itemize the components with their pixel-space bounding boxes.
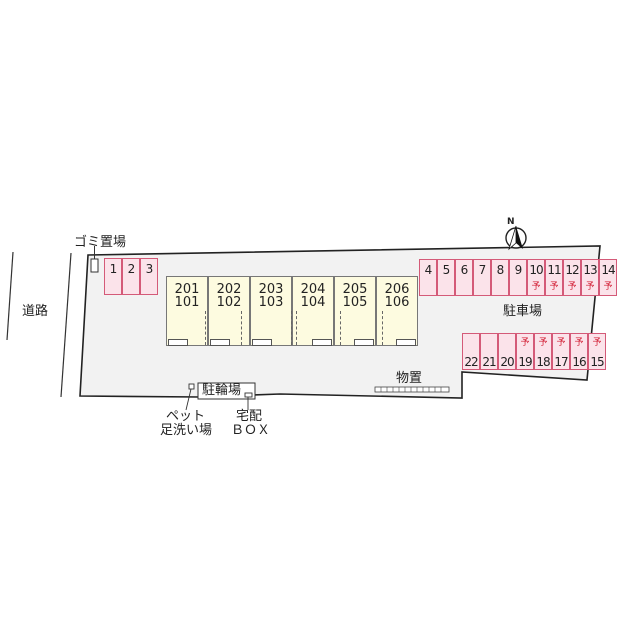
unit-upper-number: 204 bbox=[300, 282, 326, 297]
unit-lower-number: 106 bbox=[384, 295, 410, 310]
road-edge-line bbox=[6, 251, 14, 341]
entrance-step bbox=[210, 339, 230, 346]
parking-space-3[interactable]: 3 bbox=[140, 258, 158, 295]
parking-space-21[interactable]: 21 bbox=[480, 333, 498, 370]
unit-upper-number: 201 bbox=[174, 282, 200, 297]
parking-space-6[interactable]: 6 bbox=[455, 259, 473, 296]
unit-lower-number: 103 bbox=[258, 295, 284, 310]
reserved-mark: 予 bbox=[603, 282, 613, 292]
parking-space-4[interactable]: 4 bbox=[419, 259, 437, 296]
parking-space-1[interactable]: 1 bbox=[104, 258, 122, 295]
parking-space-22[interactable]: 22 bbox=[462, 333, 480, 370]
reserved-mark: 予 bbox=[556, 338, 566, 348]
parking-space-9[interactable]: 9 bbox=[509, 259, 527, 296]
entrance-step bbox=[396, 339, 416, 346]
parking-space-20[interactable]: 20 bbox=[498, 333, 516, 370]
unit-upper-number: 203 bbox=[258, 282, 284, 297]
unit-upper-number: 205 bbox=[342, 282, 368, 297]
entrance-step bbox=[168, 339, 188, 346]
reserved-mark: 予 bbox=[538, 338, 548, 348]
reserved-mark: 予 bbox=[567, 282, 577, 292]
parking-space-2[interactable]: 2 bbox=[122, 258, 140, 295]
reserved-mark: 予 bbox=[549, 282, 559, 292]
entrance-step bbox=[252, 339, 272, 346]
pet-wash-marker-icon bbox=[188, 383, 195, 390]
parking-space-5[interactable]: 5 bbox=[437, 259, 455, 296]
pet-wash-label-line1: ペット bbox=[166, 409, 206, 424]
reserved-mark: 予 bbox=[574, 338, 584, 348]
parking-label: 駐車場 bbox=[503, 304, 543, 319]
garbage-area-label: ゴミ置場 bbox=[74, 235, 127, 250]
delivery-box-marker-icon bbox=[244, 392, 253, 398]
reserved-mark: 予 bbox=[592, 338, 602, 348]
delivery-box-label-line1: 宅配 bbox=[236, 409, 263, 424]
delivery-box-label-line2: ＢＯＸ bbox=[231, 423, 271, 438]
unit-upper-number: 206 bbox=[384, 282, 410, 297]
stair-dotted-line bbox=[340, 311, 341, 345]
reserved-mark: 予 bbox=[520, 338, 530, 348]
road-label: 道路 bbox=[22, 304, 49, 319]
bicycle-parking-area bbox=[197, 382, 256, 400]
north-compass-icon bbox=[505, 225, 527, 251]
storage-label: 物置 bbox=[396, 371, 423, 386]
stair-dotted-line bbox=[382, 311, 383, 345]
unit-lower-number: 105 bbox=[342, 295, 368, 310]
unit-lower-number: 101 bbox=[174, 295, 200, 310]
pet-wash-label-line2: 足洗い場 bbox=[160, 423, 213, 438]
parking-space-7[interactable]: 7 bbox=[473, 259, 491, 296]
entrance-step bbox=[354, 339, 374, 346]
unit-upper-number: 202 bbox=[216, 282, 242, 297]
road-edge-line bbox=[60, 252, 72, 398]
stair-dotted-line bbox=[296, 311, 297, 345]
stair-dotted-line bbox=[241, 311, 242, 345]
north-label: N bbox=[507, 217, 515, 227]
unit-lower-number: 104 bbox=[300, 295, 326, 310]
storage-shed-icon bbox=[374, 386, 450, 393]
garbage-bin-icon bbox=[90, 258, 99, 273]
entrance-step bbox=[312, 339, 332, 346]
reserved-mark: 予 bbox=[585, 282, 595, 292]
stair-dotted-line bbox=[291, 311, 292, 345]
unit-lower-number: 102 bbox=[216, 295, 242, 310]
bicycle-parking-label: 駐輪場 bbox=[202, 383, 242, 398]
parking-space-8[interactable]: 8 bbox=[491, 259, 509, 296]
stair-dotted-line bbox=[205, 311, 206, 345]
reserved-mark: 予 bbox=[531, 282, 541, 292]
